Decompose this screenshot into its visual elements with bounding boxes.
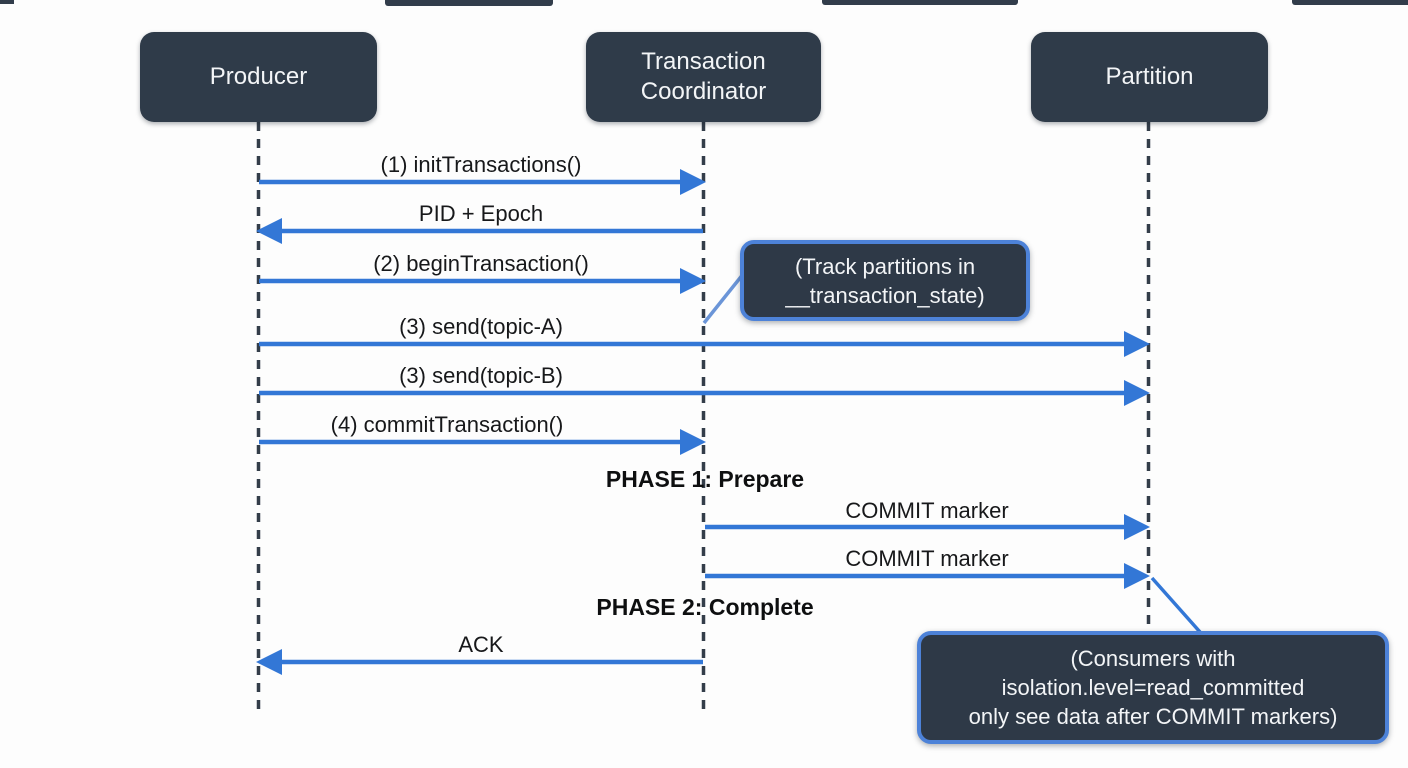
actor-label-transaction-coordinator: Transaction Coordinator	[640, 48, 767, 105]
message-label-send-topic-a: (3) send(topic-A)	[399, 314, 563, 339]
actor-box-transaction-coordinator: Transaction Coordinator	[586, 32, 821, 122]
message-arrow-send-topic-b	[259, 380, 1150, 406]
note-line: isolation.level=read_committed	[1001, 675, 1305, 700]
top-edge-artifact	[1292, 0, 1408, 5]
message-label-commit-marker-1: COMMIT marker	[845, 498, 1009, 523]
phase-label-2: PHASE 2: Complete	[596, 594, 814, 620]
message-arrow-commit-marker-2	[705, 563, 1150, 589]
actor-label-partition: Partition	[1105, 63, 1194, 90]
message-label-ack: ACK	[458, 632, 504, 657]
note-track-partitions: (Track partitions in __transaction_state…	[740, 240, 1030, 321]
message-label-pid-epoch: PID + Epoch	[418, 201, 544, 226]
message-arrow-ack	[256, 649, 703, 675]
note-line: (Consumers with	[1070, 646, 1236, 671]
message-label-commit-transaction: (4) commitTransaction()	[330, 412, 564, 437]
note-line: only see data after COMMIT markers)	[968, 704, 1338, 729]
top-edge-artifact	[0, 0, 14, 4]
phase-label-1: PHASE 1: Prepare	[605, 466, 805, 492]
message-arrow-pid-epoch	[256, 218, 703, 244]
actor-box-producer: Producer	[140, 32, 377, 122]
top-edge-artifact	[822, 0, 1018, 5]
note-connector-track-partitions	[702, 271, 746, 325]
actor-label-producer: Producer	[209, 63, 308, 90]
message-label-send-topic-b: (3) send(topic-B)	[399, 363, 563, 388]
actor-box-partition: Partition	[1031, 32, 1268, 122]
message-label-begin-transaction: (2) beginTransaction()	[373, 251, 589, 276]
message-arrow-init-transactions	[259, 169, 706, 195]
message-arrow-send-topic-a	[259, 331, 1150, 357]
note-connector-consumers	[1150, 576, 1202, 634]
note-consumers-isolation-level: (Consumers with isolation.level=read_com…	[917, 631, 1389, 744]
message-arrow-begin-transaction	[259, 268, 706, 294]
note-line: (Track partitions in	[794, 253, 976, 279]
message-arrow-commit-transaction	[259, 429, 706, 455]
message-label-init-transactions: (1) initTransactions()	[380, 152, 582, 177]
message-arrow-commit-marker-1	[705, 514, 1150, 540]
message-label-commit-marker-2: COMMIT marker	[845, 546, 1009, 571]
top-edge-artifact	[385, 0, 553, 6]
note-line: __transaction_state)	[785, 282, 985, 308]
